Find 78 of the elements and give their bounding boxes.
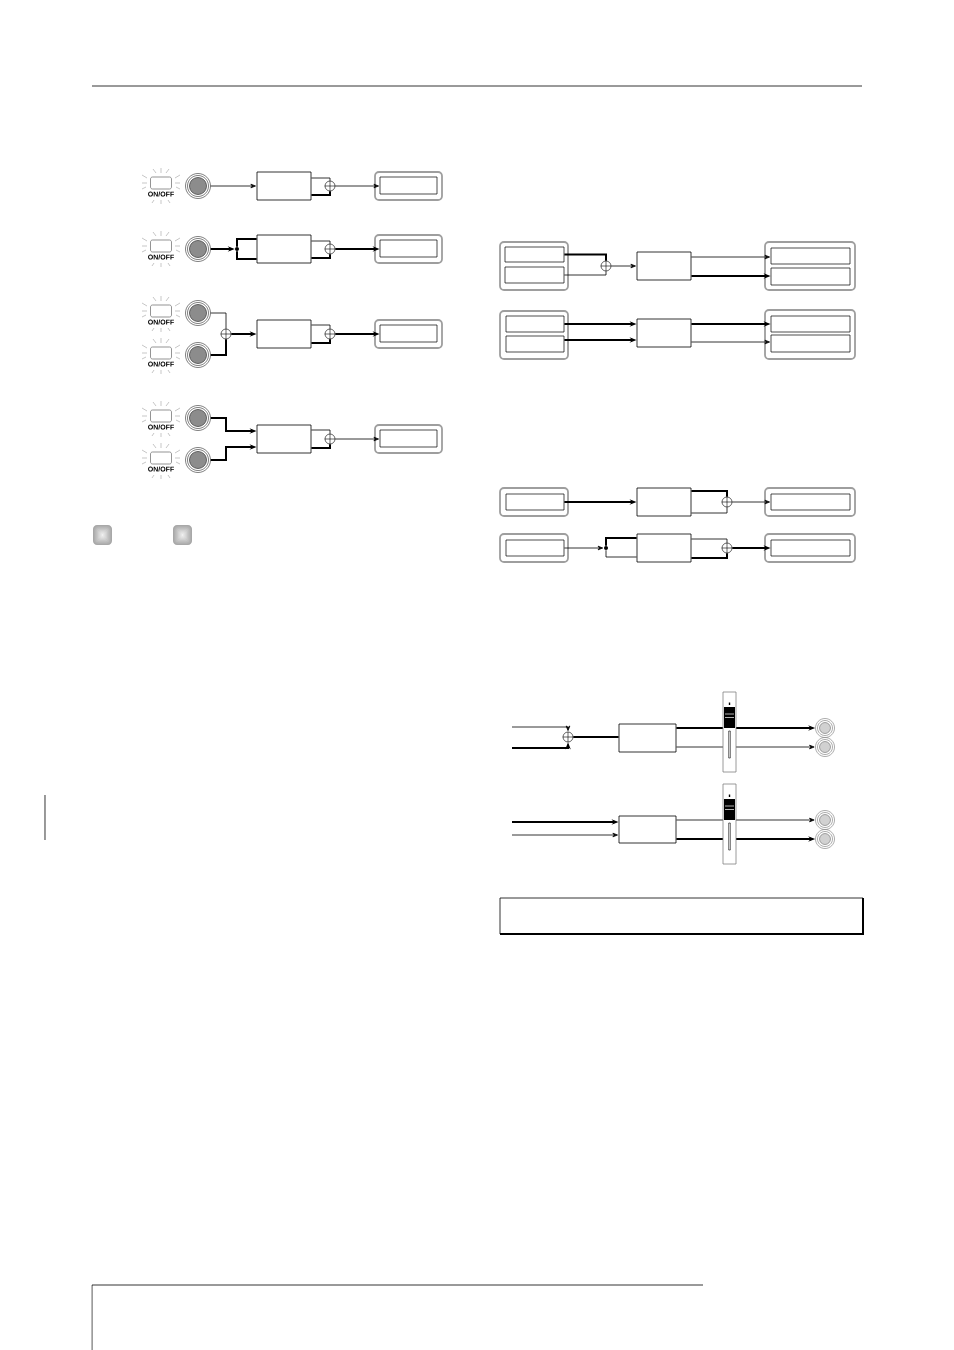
sum-junction [324,328,336,340]
connector-line [311,324,331,330]
arrow [334,436,379,442]
sum-junction [562,731,574,743]
jack-socket [185,300,211,326]
connector-line [563,270,607,276]
jack-socket [185,342,211,368]
jack-socket [185,447,211,473]
process-box [256,424,312,454]
arrow [731,499,770,505]
process-box [636,487,692,517]
sum-junction [324,180,336,192]
connector-line [310,338,331,344]
connector-line [605,549,637,558]
connector-line [605,537,638,547]
process-box [256,319,312,349]
connector-line [690,552,728,559]
connector-line [236,250,258,260]
process-box [636,318,692,348]
connector-line [691,538,728,544]
process-box [618,723,677,753]
inner-box [770,539,851,557]
inner-box [770,334,851,353]
inner-box [770,493,851,511]
sum-junction [324,243,336,255]
sum-junction [324,433,336,445]
arrow [511,725,571,731]
connector-line [572,736,620,738]
inner-box [505,315,565,333]
inner-box [505,539,565,557]
sum-junction [600,260,612,272]
arrow [210,183,256,189]
jack-socket [185,236,211,262]
jack-socket [815,718,835,738]
jack-socket [185,173,211,199]
arrow [563,545,604,551]
sum-junction [220,328,232,340]
connector-line [310,190,331,196]
connector-line [690,490,728,498]
connector-line [311,429,331,435]
inner-box [770,247,851,265]
inner-box [379,239,438,258]
inner-box [504,266,565,284]
connector-line [563,253,607,262]
sum-junction [721,542,733,554]
arrow [334,183,379,189]
process-box [636,533,692,563]
process-box [256,171,312,201]
process-box [636,251,692,281]
inner-box [505,493,565,511]
inner-box [379,176,438,195]
process-box [618,815,677,844]
inner-box [770,315,851,333]
jack-socket [815,810,835,830]
arrow [676,817,815,823]
arrow [610,263,636,269]
inner-box [379,324,438,343]
connector-line [236,238,258,248]
jack-socket [185,405,211,431]
arrow [511,832,618,838]
sum-junction [721,496,733,508]
connector-line [311,177,331,182]
inner-box [505,335,565,353]
connector-line [209,338,227,356]
arrow [691,339,770,345]
connector-line [311,240,331,245]
connector-line [310,253,331,259]
connector-line [310,443,331,449]
arrow [676,744,815,750]
inner-box [770,267,851,286]
arrow [691,254,770,260]
inner-box [379,429,438,448]
jack-socket [815,829,835,849]
jack-socket [815,737,835,757]
inner-box [504,246,565,263]
process-box [256,234,312,264]
connector-line [210,312,227,330]
connector-line [691,506,728,514]
